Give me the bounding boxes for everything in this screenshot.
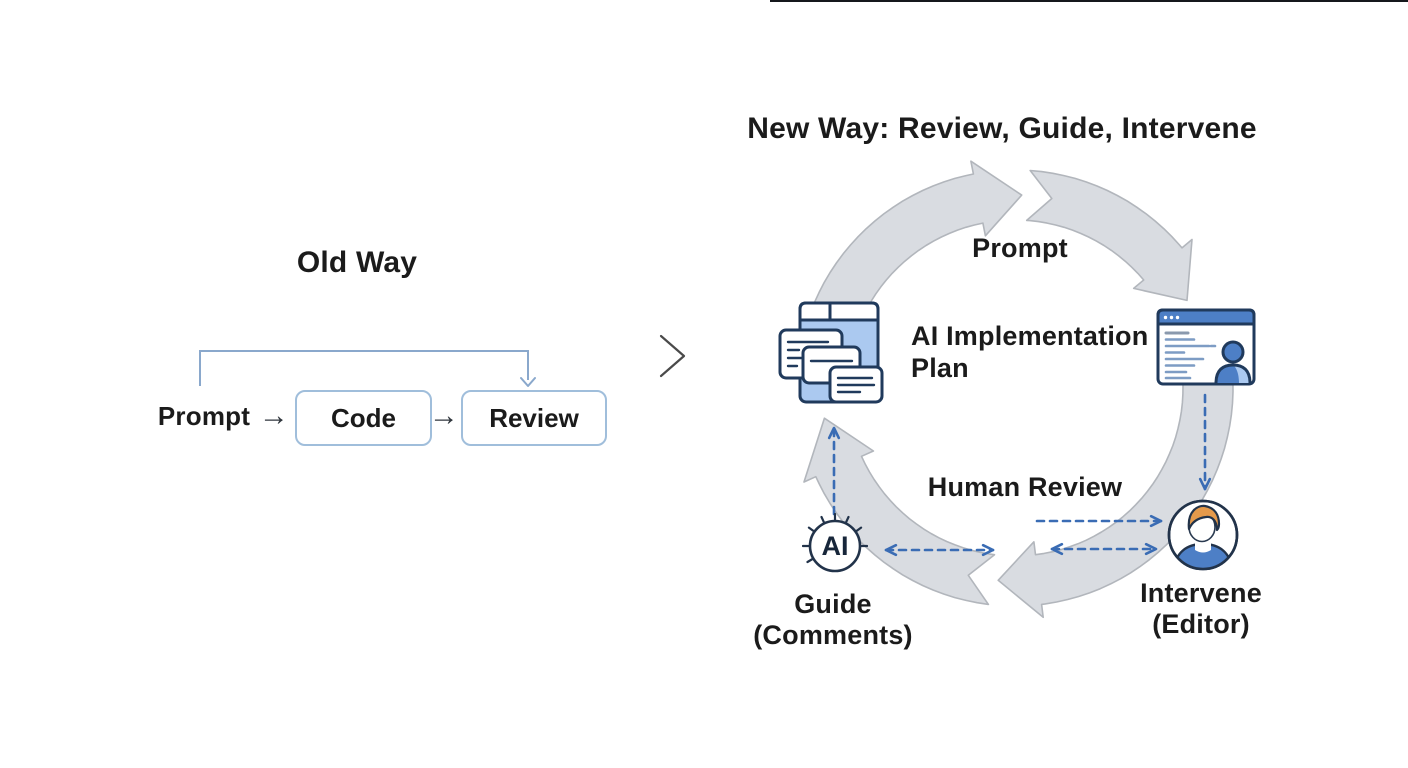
- flow-arrow-icon: →: [258, 399, 290, 432]
- prompt-stage-label: Prompt: [972, 233, 1068, 263]
- arrowhead: [1198, 477, 1212, 491]
- guide-comments-label: Guide (Comments): [728, 589, 938, 651]
- arrowhead: [1050, 542, 1064, 556]
- arrowhead: [884, 543, 898, 557]
- guide-label-line1: Guide: [794, 589, 872, 619]
- arrowhead: [1144, 542, 1158, 556]
- new-way-title: New Way: Review, Guide, Intervene: [747, 112, 1257, 145]
- cycle-arrow-segment: [1025, 169, 1193, 302]
- human-review-label: Human Review: [927, 472, 1123, 502]
- old-way-title: Old Way: [296, 246, 418, 279]
- intervene-label-line1: Intervene: [1140, 578, 1262, 608]
- code-editor-icon: [1156, 308, 1256, 386]
- implementation-plan-icon: [778, 296, 890, 408]
- ai-badge-text: AI: [822, 531, 849, 561]
- plan-label-line1: AI Implementation: [911, 321, 1149, 351]
- hair: [1187, 504, 1221, 532]
- code-box: Code: [295, 390, 432, 446]
- cycle-arrow-segment: [997, 368, 1234, 619]
- flow-arrow-icon: →: [428, 399, 460, 432]
- arrowhead: [827, 426, 841, 440]
- top-edge-line: [770, 0, 1408, 2]
- review-box: Review: [461, 390, 607, 446]
- ai-guide-icon: AI: [801, 512, 869, 579]
- review-box-label: Review: [489, 402, 579, 433]
- arrowhead: [981, 543, 995, 557]
- old-prompt-label: Prompt: [157, 401, 251, 431]
- intervene-label-line2: (Editor): [1152, 609, 1250, 639]
- ai-implementation-plan-label: AI Implementation Plan: [911, 320, 1148, 384]
- code-box-label: Code: [331, 402, 396, 433]
- intervene-avatar-icon: [1165, 497, 1241, 573]
- feedback-arrowhead: [520, 377, 536, 387]
- feedback-loop-line: [199, 350, 529, 386]
- ai-rays: [801, 512, 869, 564]
- cycle-arrow-segment: [803, 417, 996, 606]
- intervene-editor-label: Intervene (Editor): [1096, 578, 1306, 640]
- chevron-right-icon: [659, 334, 686, 378]
- plan-label-line2: Plan: [911, 353, 969, 383]
- guide-label-line2: (Comments): [753, 620, 913, 650]
- arrowhead: [1149, 514, 1163, 528]
- cycle-arrow-segment: [805, 160, 1023, 340]
